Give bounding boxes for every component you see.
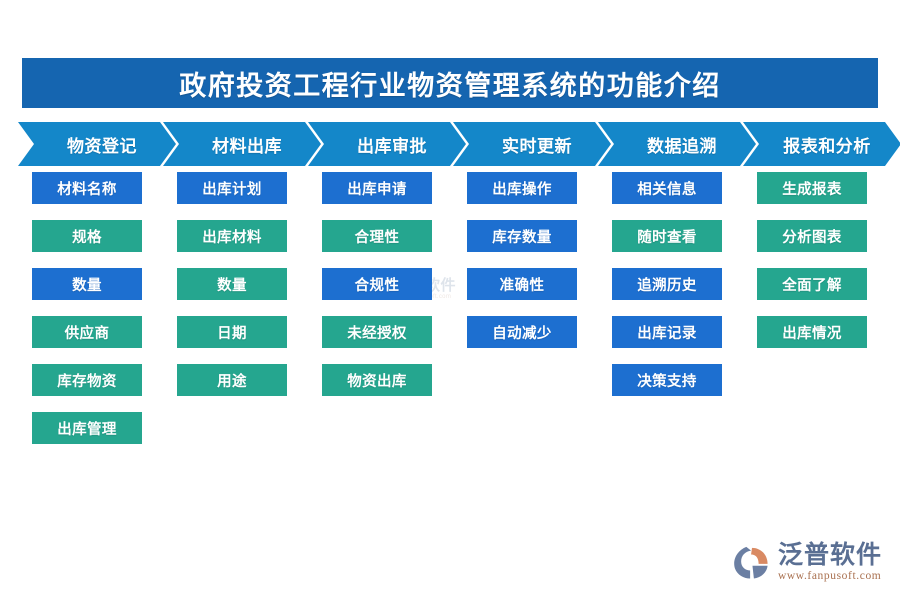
stage-item-chip[interactable]: 决策支持 <box>612 364 722 396</box>
stage-header-label: 数据追溯 <box>647 136 717 156</box>
stage-item-chip[interactable]: 库存物资 <box>32 364 142 396</box>
title-banner: 政府投资工程行业物资管理系统的功能介绍 <box>22 58 878 108</box>
stage-column-6: 生成报表分析图表全面了解出库情况 <box>757 172 867 364</box>
stage-item-chip[interactable]: 出库管理 <box>32 412 142 444</box>
brand-logo-text: 泛普软件 www.fanpusoft.com <box>777 540 882 583</box>
stage-item-chip[interactable]: 未经授权 <box>322 316 432 348</box>
stage-item-chip[interactable]: 数量 <box>177 268 287 300</box>
stage-item-chip[interactable]: 物资出库 <box>322 364 432 396</box>
stage-columns: 材料名称规格数量供应商库存物资出库管理出库计划出库材料数量日期用途出库申请合理性… <box>18 172 884 462</box>
stage-column-3: 出库申请合理性合规性未经授权物资出库 <box>322 172 432 412</box>
stage-item-chip[interactable]: 追溯历史 <box>612 268 722 300</box>
stage-item-chip[interactable]: 出库计划 <box>177 172 287 204</box>
brand-logo: 泛普软件 www.fanpusoft.com <box>733 540 882 583</box>
page-title: 政府投资工程行业物资管理系统的功能介绍 <box>179 70 721 101</box>
stage-header-label: 实时更新 <box>502 136 572 156</box>
stage-item-chip[interactable]: 供应商 <box>32 316 142 348</box>
stage-header-label: 物资登记 <box>67 136 137 156</box>
stage-column-5: 相关信息随时查看追溯历史出库记录决策支持 <box>612 172 722 412</box>
stage-item-chip[interactable]: 规格 <box>32 220 142 252</box>
stage-item-chip[interactable]: 自动减少 <box>467 316 577 348</box>
stage-header-3[interactable]: 出库审批 <box>308 122 466 166</box>
stage-item-chip[interactable]: 出库操作 <box>467 172 577 204</box>
stage-column-2: 出库计划出库材料数量日期用途 <box>177 172 287 412</box>
stage-header-5[interactable]: 数据追溯 <box>598 122 756 166</box>
stage-item-chip[interactable]: 准确性 <box>467 268 577 300</box>
stage-arrow-row: 物资登记 材料出库 出库审批 实时更新 数据追溯 报表和分析 <box>18 122 884 166</box>
stage-item-chip[interactable]: 全面了解 <box>757 268 867 300</box>
stage-header-1[interactable]: 物资登记 <box>18 122 176 166</box>
stage-item-chip[interactable]: 相关信息 <box>612 172 722 204</box>
stage-column-4: 出库操作库存数量准确性自动减少 <box>467 172 577 364</box>
stage-column-1: 材料名称规格数量供应商库存物资出库管理 <box>32 172 142 460</box>
stage-item-chip[interactable]: 随时查看 <box>612 220 722 252</box>
stage-item-chip[interactable]: 日期 <box>177 316 287 348</box>
stage-item-chip[interactable]: 数量 <box>32 268 142 300</box>
stage-header-label: 报表和分析 <box>783 136 871 156</box>
stage-item-chip[interactable]: 出库材料 <box>177 220 287 252</box>
fanpu-swoosh-logo-icon <box>734 547 768 579</box>
stage-header-2[interactable]: 材料出库 <box>163 122 321 166</box>
brand-url: www.fanpusoft.com <box>777 569 882 582</box>
stage-item-chip[interactable]: 生成报表 <box>757 172 867 204</box>
stage-item-chip[interactable]: 分析图表 <box>757 220 867 252</box>
stage-item-chip[interactable]: 出库申请 <box>322 172 432 204</box>
stage-item-chip[interactable]: 用途 <box>177 364 287 396</box>
stage-item-chip[interactable]: 合理性 <box>322 220 432 252</box>
stage-header-4[interactable]: 实时更新 <box>453 122 611 166</box>
stage-header-label: 材料出库 <box>212 136 282 156</box>
stage-item-chip[interactable]: 合规性 <box>322 268 432 300</box>
stage-item-chip[interactable]: 材料名称 <box>32 172 142 204</box>
stage-item-chip[interactable]: 出库情况 <box>757 316 867 348</box>
stage-header-6[interactable]: 报表和分析 <box>743 122 900 166</box>
stage-item-chip[interactable]: 库存数量 <box>467 220 577 252</box>
brand-name: 泛普软件 <box>777 540 882 569</box>
stage-item-chip[interactable]: 出库记录 <box>612 316 722 348</box>
stage-header-label: 出库审批 <box>357 136 427 156</box>
